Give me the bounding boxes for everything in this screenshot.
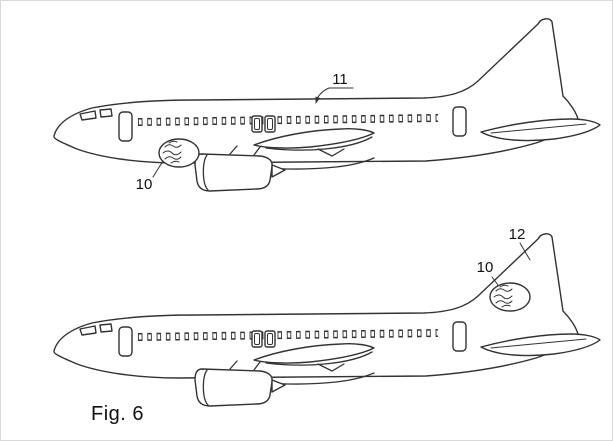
leader-line-10-top: [152, 160, 164, 178]
figure-caption: Fig. 6: [91, 403, 145, 425]
callout-12-group: 12: [509, 226, 531, 261]
leader-line-12: [519, 242, 531, 261]
callout-label-12: 12: [509, 226, 526, 243]
callout-label-10-bottom: 10: [477, 259, 494, 276]
damage-region-top: [158, 138, 200, 168]
callout-10-bottom-group: 10: [477, 259, 499, 286]
aircraft-bottom: [54, 234, 600, 406]
aircraft-top: [54, 19, 600, 191]
arrowhead-11: [315, 96, 320, 104]
damage-region-bottom: [489, 282, 531, 312]
aircraft-side-view-top: 11 10: [26, 6, 601, 206]
aircraft-side-view-bottom: 12 10: [26, 226, 601, 421]
callout-label-11: 11: [332, 71, 348, 88]
callout-label-10-top: 10: [136, 176, 153, 193]
leader-line-10-bottom: [491, 276, 499, 286]
callout-11-group: 11: [315, 71, 354, 104]
callout-10-top-group: 10: [136, 160, 164, 193]
